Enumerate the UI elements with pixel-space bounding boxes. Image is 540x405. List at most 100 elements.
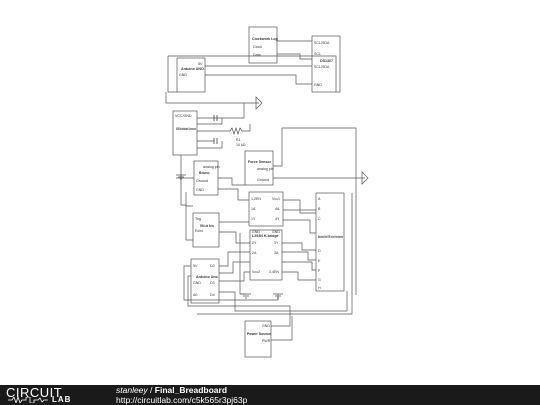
potentiometer-pin: G: [318, 278, 321, 282]
l293-pin: 2A: [252, 251, 257, 255]
wire: [219, 261, 250, 274]
wire: [282, 251, 316, 261]
schematic-canvas: Clockwork Log Clock Data DS1307 SCL/SDA …: [165, 26, 369, 358]
port-arrow-icon: [361, 171, 369, 185]
sr04-title: SR04 ultr Sonic: [200, 224, 214, 228]
arduino-uno-pin: D2: [210, 264, 215, 268]
ds1307-title: DS1307: [320, 59, 333, 63]
potentiometer-pin: E: [318, 259, 321, 263]
arduino-uno-pin: D4: [210, 293, 215, 297]
ground-symbols: [176, 174, 283, 299]
l293-pin: 3,4EN: [269, 270, 279, 274]
wire: [282, 261, 316, 271]
arduino-uno-pin: GND: [193, 281, 201, 285]
wire: [239, 233, 246, 295]
usb-connector-box: [172, 110, 198, 156]
ds1307-pin: GND: [314, 83, 322, 87]
wire: [273, 127, 357, 295]
ground-icon: [273, 293, 283, 299]
l293-main-box: [249, 229, 283, 281]
wire: [168, 55, 337, 92]
clockwork-log-box: [248, 26, 278, 64]
force-sensor-pin: analog pin: [257, 167, 274, 171]
wire: [185, 192, 193, 207]
l293-pin: GND: [252, 230, 260, 234]
r1-value: 10 kΩ: [236, 143, 246, 147]
wire: [180, 155, 193, 241]
clockwork-pin: Data: [253, 53, 261, 57]
potentiometer-pin: A: [318, 197, 321, 201]
arduino-uno-pin: A0: [193, 293, 197, 297]
arduino-uno-pin: 5V: [193, 264, 198, 268]
wire: [197, 103, 245, 119]
wire: [197, 118, 223, 125]
wire: [218, 177, 245, 186]
force-sensor-title: Force Sensor: [248, 160, 272, 164]
wire: [219, 291, 348, 312]
l293-pin: Vcc1: [272, 197, 280, 201]
arduino-uno-top-title: Arduino UNO: [181, 67, 204, 71]
port-arrow-icon: [255, 96, 263, 110]
bruno-pin: analog pin: [203, 165, 220, 169]
l293-pin: 3A: [274, 251, 279, 255]
wire: [229, 124, 251, 136]
l293-pin: 4Y: [275, 217, 280, 221]
l293-upper-box: [248, 191, 284, 227]
wire: [187, 275, 291, 327]
capacitor-icon: [213, 115, 218, 121]
potentiometer-pin: H: [318, 286, 321, 290]
footer-bar: CIRCUIT LAB stanleey / Final_Breadboard …: [0, 385, 540, 405]
l293-pin: 4A: [275, 207, 280, 211]
l293-pin: 1,2EN: [251, 197, 261, 201]
wire: [219, 231, 250, 244]
author-link[interactable]: stanleey: [116, 385, 148, 395]
wire: [283, 199, 316, 214]
schematic-svg: Clockwork Log Clock Data DS1307 SCL/SDA …: [165, 26, 369, 358]
potentiometer-box: [315, 192, 345, 292]
capacitor-icon: [213, 138, 218, 144]
wire: [282, 271, 316, 281]
l293-title: L293N H-bridge: [252, 234, 279, 238]
r1-name: R1: [236, 138, 241, 142]
ds1307-pin: SCL: [314, 52, 321, 56]
potentiometer-title: Motorized Slide PDR Series Potentiometer: [318, 235, 343, 239]
waveform-icon: [8, 397, 48, 403]
bruno-pin: GND: [196, 188, 204, 192]
power-source-title: Power Source: [247, 332, 271, 336]
circuitlab-logo[interactable]: CIRCUIT LAB: [6, 385, 94, 404]
project-url[interactable]: http://circuitlab.com/c5k565r3pj63p: [116, 395, 248, 405]
wire: [218, 188, 249, 201]
project-meta: stanleey / Final_Breadboard http://circu…: [116, 385, 247, 405]
power-source-box: [244, 320, 272, 358]
wire: [219, 251, 250, 267]
path-separator: /: [147, 385, 155, 395]
bruno-pin: Ground: [196, 179, 208, 183]
arduino-uno-top-pin: GND: [179, 73, 187, 77]
wire: [165, 92, 197, 104]
force-sensor-box: [244, 150, 274, 186]
wire: [205, 74, 312, 85]
force-sensor-pin: Ground: [257, 178, 269, 182]
arduino-uno-title: Arduino Uno: [196, 275, 219, 279]
l293-pin: 1Y: [251, 217, 256, 221]
clockwork-pin: Clock: [253, 45, 262, 49]
l293-pin: 1A: [251, 207, 256, 211]
wire: [282, 242, 316, 251]
wire: [167, 56, 177, 93]
usb-title: USB Breadboard Connector: [176, 127, 196, 131]
wire: [197, 193, 353, 315]
ground-icon: [241, 293, 251, 299]
l293-pin: GND: [272, 230, 280, 234]
power-source-pin: PWR: [262, 339, 271, 343]
project-title[interactable]: Final_Breadboard: [154, 385, 228, 395]
ground-icon: [176, 174, 186, 180]
wire: [277, 53, 312, 60]
arduino-uno-top-pin: 5V: [198, 62, 203, 66]
logo-text: CIRCUIT: [6, 385, 63, 400]
l293-pin: Vcc2: [252, 270, 260, 274]
clockwork-title: Clockwork Log: [252, 37, 278, 41]
l293-pin: 3Y: [274, 241, 279, 245]
sr04-pin: Trig: [195, 217, 201, 221]
sr04-pin: Echo: [195, 229, 203, 233]
arduino-uno-pin: D3: [210, 281, 215, 285]
